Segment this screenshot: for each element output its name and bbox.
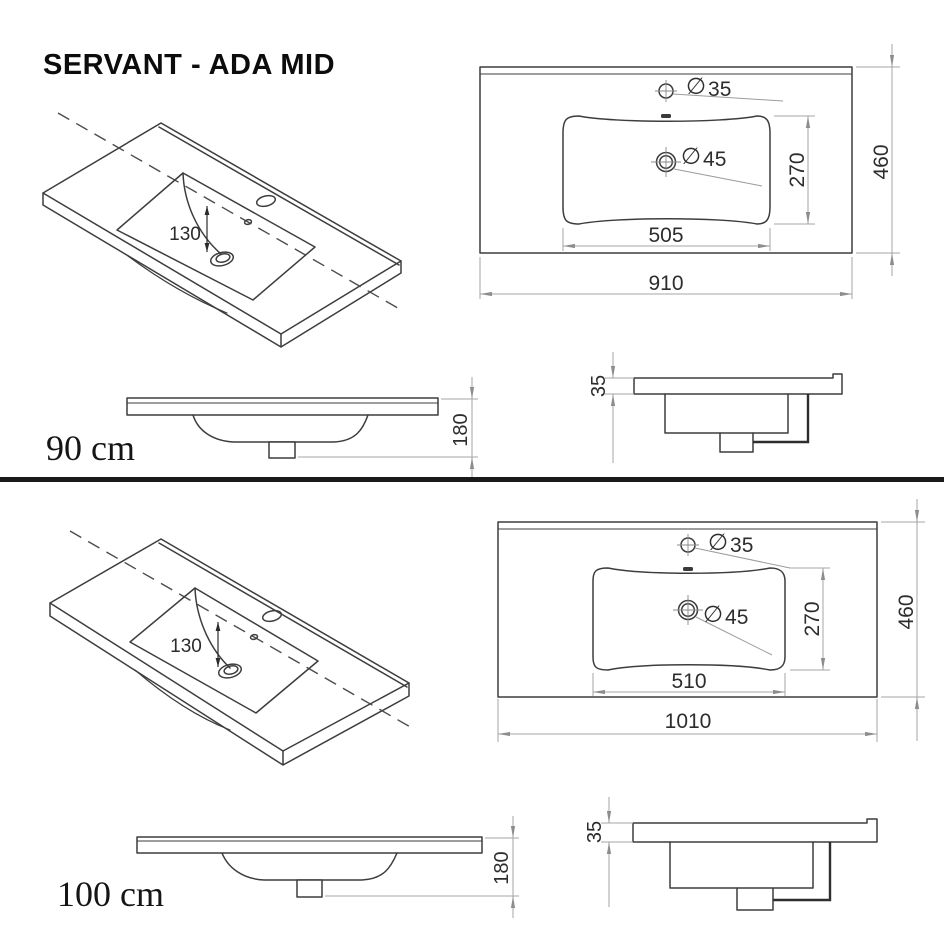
dimension-basin-width-90: 505 xyxy=(562,224,771,251)
dimension-overall-width-90: 910 xyxy=(479,257,853,299)
tap-leader-line xyxy=(694,547,791,569)
overall-height-label-100: 180 xyxy=(491,851,513,884)
overflow-hole xyxy=(249,633,259,641)
tap-diameter-label-100: ∅35 xyxy=(708,529,753,557)
dimension-drain-offset-90: 130 xyxy=(169,206,210,252)
drain-stub xyxy=(719,432,754,453)
basin-outline xyxy=(116,172,316,301)
overflow-channel xyxy=(773,842,832,902)
overflow-slot xyxy=(661,114,671,118)
bowl-profile xyxy=(192,414,369,443)
countertop-profile xyxy=(136,836,483,854)
overall-depth-label-90: 460 xyxy=(870,144,893,179)
dimension-drain-offset-100: 130 xyxy=(170,622,221,667)
drain-leader-line xyxy=(695,616,773,656)
countertop-side-faces xyxy=(42,192,402,348)
basin-box xyxy=(669,841,814,889)
drain-hole xyxy=(217,663,243,679)
countertop-section xyxy=(633,373,843,395)
countertop-outline xyxy=(497,521,878,698)
basin-depth-label-100: 270 xyxy=(801,601,824,636)
dimension-top-thickness-90: 35 xyxy=(588,352,634,463)
basin-box xyxy=(664,393,789,434)
tap-hole xyxy=(261,609,283,623)
overflow-channel xyxy=(753,394,810,444)
dimension-overall-height-100: 180 xyxy=(325,816,519,918)
drain-diameter-label-90: ∅45 xyxy=(681,143,726,171)
bowl-profile xyxy=(221,852,398,881)
drain-hole xyxy=(209,251,235,267)
size-label-90: 90 cm xyxy=(46,428,135,468)
section-view-100: 35 xyxy=(584,797,878,911)
tap-hole xyxy=(677,534,699,556)
basin-wall-curve xyxy=(194,587,231,669)
basin-depth-label-90: 270 xyxy=(786,152,809,187)
drain-diameter-label-100: ∅45 xyxy=(703,601,748,629)
overall-width-label-90: 910 xyxy=(648,272,683,295)
tap-diameter-label-90: ∅35 xyxy=(686,73,731,101)
basin-outline xyxy=(562,115,771,225)
overflow-hole xyxy=(243,218,253,226)
drain-hole xyxy=(673,595,703,625)
countertop-section xyxy=(632,818,878,843)
iso-view-100: 130 xyxy=(49,530,413,766)
front-view-90: 180 90 cm xyxy=(46,377,478,479)
dimension-basin-depth-90: 270 xyxy=(774,115,815,225)
drain-hole xyxy=(651,147,681,177)
dimension-overall-depth-90: 460 xyxy=(856,44,900,276)
center-line xyxy=(69,530,413,729)
drain-stub xyxy=(268,441,296,459)
countertop-top-face xyxy=(49,538,410,752)
countertop-profile xyxy=(126,397,439,416)
section-view-90: 35 xyxy=(588,352,843,463)
under-bowl-curve xyxy=(127,255,228,314)
back-edge-line xyxy=(158,542,408,688)
iso-view-90: 130 xyxy=(42,112,404,348)
section-divider xyxy=(0,477,944,482)
basin-outline xyxy=(129,587,319,714)
overall-width-label-100: 1010 xyxy=(665,710,712,733)
tap-hole xyxy=(255,194,277,208)
plan-view-90: ∅35 ∅45 270 505 910 xyxy=(479,44,900,299)
center-line xyxy=(57,112,404,312)
countertop-side-faces xyxy=(49,602,410,766)
dimension-overall-depth-100: 460 xyxy=(881,499,925,741)
drain-offset-label-100: 130 xyxy=(170,636,202,657)
basin-outline xyxy=(592,567,786,671)
countertop-top-face xyxy=(42,122,402,335)
drain-stub xyxy=(296,879,323,898)
variant-100-section: 130 ∅35 ∅45 270 xyxy=(49,499,925,918)
tap-leader-line xyxy=(672,93,784,102)
back-edge-line xyxy=(158,126,400,266)
variant-90-section: 130 ∅35 ∅45 270 xyxy=(42,44,900,479)
drain-stub xyxy=(736,887,774,911)
overall-height-label-90: 180 xyxy=(450,413,472,446)
dimension-basin-width-100: 510 xyxy=(592,670,786,696)
top-thickness-label-100: 35 xyxy=(584,821,606,843)
basin-width-label-100: 510 xyxy=(671,670,706,693)
overall-depth-label-100: 460 xyxy=(895,594,918,629)
overflow-slot xyxy=(683,567,693,571)
drain-leader-line xyxy=(673,168,763,187)
drain-offset-label-90: 130 xyxy=(169,224,201,245)
dimension-overall-height-90: 180 xyxy=(298,377,478,479)
dimension-overall-width-100: 1010 xyxy=(497,699,878,742)
front-view-100: 180 100 cm xyxy=(57,816,519,918)
plan-view-100: ∅35 ∅45 270 510 1010 xyxy=(497,499,925,742)
basin-width-label-90: 505 xyxy=(648,224,683,247)
basin-wall-curve xyxy=(182,172,222,255)
under-bowl-curve xyxy=(134,669,231,731)
tap-hole xyxy=(655,80,677,102)
dimension-top-thickness-100: 35 xyxy=(584,797,633,907)
page-title: SERVANT - ADA MID xyxy=(43,49,335,81)
dimension-basin-depth-100: 270 xyxy=(790,567,830,671)
top-thickness-label-90: 35 xyxy=(588,375,610,397)
size-label-100: 100 cm xyxy=(57,874,164,914)
